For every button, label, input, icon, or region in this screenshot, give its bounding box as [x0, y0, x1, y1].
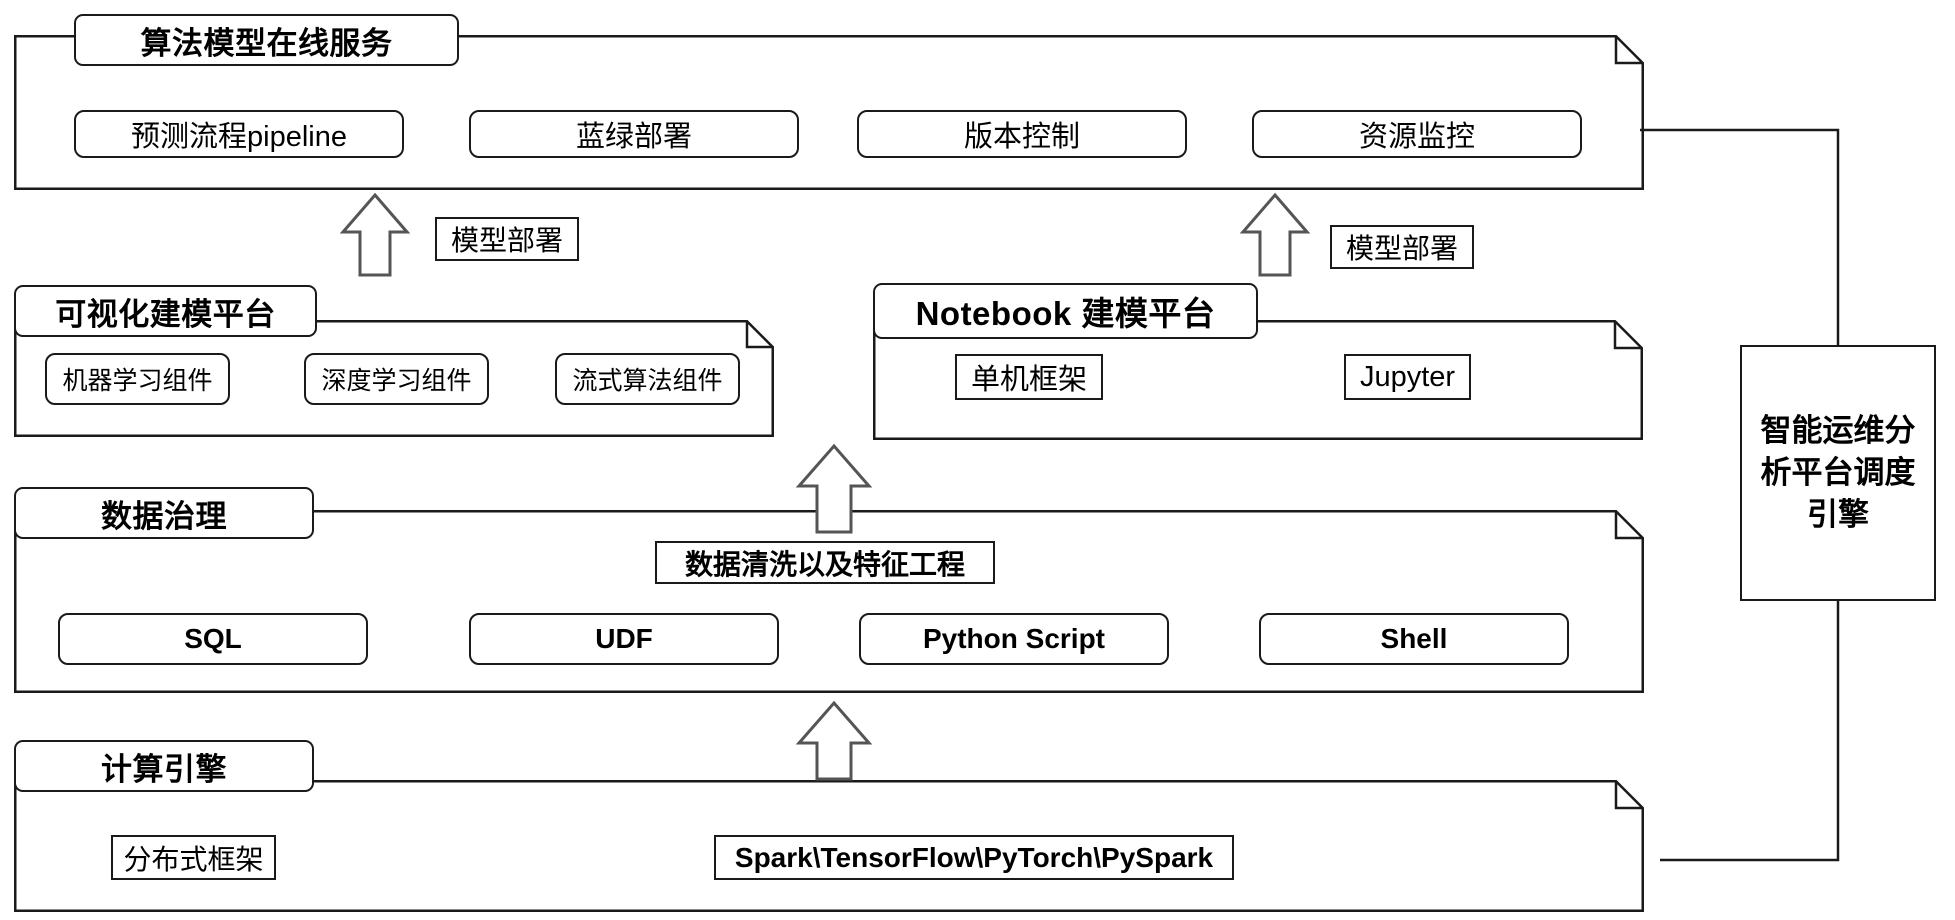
annotation-deploy-right: 模型部署	[1330, 225, 1474, 269]
layer-title-online-service: 算法模型在线服务	[74, 14, 459, 66]
layer-online-service: 预测流程pipeline 蓝绿部署 版本控制 资源监控	[14, 35, 1644, 190]
item-version-control[interactable]: 版本控制	[857, 110, 1187, 158]
item-label: 蓝绿部署	[575, 121, 692, 153]
arrow-up-to-governance	[795, 700, 873, 782]
layer-online-service-outline	[14, 35, 1644, 190]
item-label: 流式算法组件	[572, 367, 723, 395]
item-label: UDF	[595, 623, 653, 654]
item-label: Shell	[1380, 623, 1448, 654]
layer-notebook-modeling-outline	[873, 320, 1643, 440]
arrow-up-to-modeling	[795, 443, 873, 535]
annotation-deploy-left: 模型部署	[435, 217, 579, 261]
annotation-text: 模型部署	[1345, 233, 1458, 264]
item-sql[interactable]: SQL	[58, 613, 368, 665]
layer-title-text: 可视化建模平台	[55, 296, 276, 332]
annotation-text: 模型部署	[450, 225, 563, 256]
layer-data-governance-outline	[14, 510, 1644, 693]
item-label: 分布式框架	[123, 843, 264, 875]
item-label: 预测流程pipeline	[131, 121, 347, 153]
layer-title-compute-engine: 计算引擎	[14, 740, 314, 792]
item-label: Jupyter	[1359, 360, 1456, 393]
item-standalone-framework[interactable]: 单机框架	[955, 354, 1103, 400]
layer-title-text: Notebook 建模平台	[915, 295, 1216, 332]
item-distributed-framework[interactable]: 分布式框架	[111, 835, 276, 880]
layer-title-text: 算法模型在线服务	[140, 25, 393, 61]
layer-title-text: 数据治理	[101, 498, 227, 534]
layer-title-data-governance: 数据治理	[14, 487, 314, 539]
item-blue-green-deploy[interactable]: 蓝绿部署	[469, 110, 799, 158]
layer-visual-modeling: 机器学习组件 深度学习组件 流式算法组件	[14, 320, 774, 437]
item-label: 版本控制	[963, 121, 1080, 153]
layer-title-notebook-modeling: Notebook 建模平台	[873, 283, 1258, 339]
item-label: 单机框架	[970, 364, 1087, 396]
item-udf[interactable]: UDF	[469, 613, 779, 665]
scheduling-engine-box[interactable]: 智能运维分析平台调度引擎	[1740, 345, 1936, 601]
annotation-text: 数据清洗以及特征工程	[684, 548, 965, 580]
layer-title-visual-modeling: 可视化建模平台	[14, 285, 317, 337]
item-label: 资源监控	[1358, 121, 1475, 153]
annotation-data-cleaning: 数据清洗以及特征工程	[655, 541, 995, 584]
item-label: Spark\TensorFlow\PyTorch\PySpark	[734, 841, 1214, 873]
item-label: 机器学习组件	[62, 367, 213, 395]
item-spark-stack[interactable]: Spark\TensorFlow\PyTorch\PySpark	[714, 835, 1234, 880]
scheduling-engine-label: 智能运维分析平台调度引擎	[1760, 413, 1916, 532]
item-shell[interactable]: Shell	[1259, 613, 1569, 665]
layer-notebook-modeling: 单机框架 Jupyter	[873, 320, 1643, 440]
layer-data-governance: SQL UDF Python Script Shell	[14, 510, 1644, 693]
item-dl-component[interactable]: 深度学习组件	[304, 353, 489, 405]
item-label: SQL	[184, 623, 242, 654]
item-prediction-pipeline[interactable]: 预测流程pipeline	[74, 110, 404, 158]
item-ml-component[interactable]: 机器学习组件	[45, 353, 230, 405]
item-label: 深度学习组件	[321, 367, 472, 395]
arrow-up-deploy-left	[340, 192, 410, 278]
arrow-up-deploy-right	[1240, 192, 1310, 278]
layer-compute-engine: 分布式框架 Spark\TensorFlow\PyTorch\PySpark	[14, 780, 1644, 912]
item-python-script[interactable]: Python Script	[859, 613, 1169, 665]
item-resource-monitor[interactable]: 资源监控	[1252, 110, 1582, 158]
item-label: Python Script	[922, 623, 1105, 654]
layer-title-text: 计算引擎	[101, 751, 227, 787]
item-streaming-component[interactable]: 流式算法组件	[555, 353, 740, 405]
item-jupyter[interactable]: Jupyter	[1344, 354, 1471, 400]
